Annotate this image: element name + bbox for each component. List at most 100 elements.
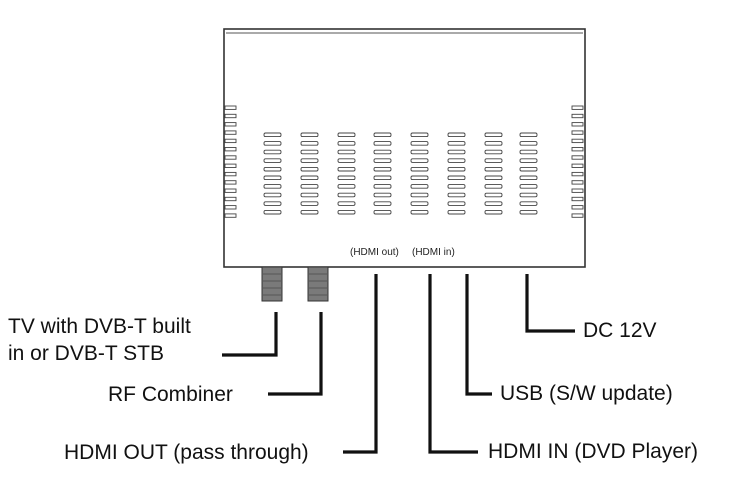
vent-slot — [484, 209, 503, 215]
side-rib — [571, 205, 584, 210]
vent-slot — [373, 184, 392, 189]
leader-line-hdmi-in — [428, 274, 478, 454]
side-rib — [224, 205, 237, 210]
callout-hdmi-in: HDMI IN (DVD Player) — [488, 440, 699, 463]
rf-connector-combiner — [307, 266, 329, 302]
vent-slot — [373, 201, 392, 206]
vent-slot — [447, 132, 466, 138]
vent-slot — [373, 141, 392, 146]
vent-slot — [519, 175, 538, 181]
vent-slot — [263, 201, 282, 206]
vent-slot — [300, 209, 319, 215]
vent-slot — [337, 175, 356, 181]
vent-slot — [300, 192, 319, 198]
vent-slot — [300, 141, 319, 146]
vent-slot — [519, 201, 538, 206]
callout-hdmi-out: HDMI OUT (pass through) — [64, 441, 309, 464]
side-rib — [571, 122, 584, 127]
vent-slot — [373, 149, 392, 155]
vent-slot — [484, 158, 503, 163]
side-rib — [224, 213, 237, 218]
vent-slot — [263, 175, 282, 181]
vent-slot — [300, 166, 319, 172]
callout-usb: USB (S/W update) — [500, 382, 673, 405]
side-rib — [224, 138, 237, 144]
vent-slot — [410, 132, 429, 138]
vent-slot — [447, 141, 466, 146]
side-rib — [224, 171, 237, 177]
leader-line-hdmi-out — [343, 274, 378, 454]
callout-rf-combiner: RF Combiner — [108, 383, 233, 406]
vent-slot — [484, 201, 503, 206]
side-rib — [571, 171, 584, 177]
rf-connector-tv — [261, 266, 283, 302]
vent-slot — [410, 166, 429, 172]
vent-slot — [263, 166, 282, 172]
side-rib — [571, 105, 584, 110]
vent-slot — [300, 149, 319, 155]
vent-slot — [373, 175, 392, 181]
vent-slot — [263, 184, 282, 189]
side-rib — [224, 163, 237, 168]
side-rib — [571, 213, 584, 218]
vent-slot — [263, 141, 282, 146]
vent-slot — [447, 209, 466, 215]
vent-slot — [447, 184, 466, 189]
leader-line-usb — [465, 274, 492, 396]
vent-slot — [337, 149, 356, 155]
vent-slot — [484, 149, 503, 155]
vent-slot — [519, 166, 538, 172]
leader-line-rf — [268, 312, 323, 396]
vent-slot — [519, 141, 538, 146]
vent-slot — [410, 141, 429, 146]
vent-slot — [337, 158, 356, 163]
left-side-ribs — [224, 105, 237, 218]
vent-slot — [519, 184, 538, 189]
vent-slot — [484, 166, 503, 172]
vent-slot — [484, 175, 503, 181]
vent-slot — [263, 192, 282, 198]
side-rib — [571, 155, 584, 160]
vent-slot — [373, 192, 392, 198]
vent-slot — [373, 158, 392, 163]
vent-slots — [263, 132, 538, 215]
vent-slot — [300, 158, 319, 163]
vent-slot — [337, 132, 356, 138]
vent-slot — [519, 132, 538, 138]
side-rib — [224, 180, 237, 185]
leader-line-dc — [525, 274, 575, 333]
side-rib — [571, 180, 584, 185]
vent-slot — [519, 149, 538, 155]
vent-slot — [410, 175, 429, 181]
vent-slot — [484, 184, 503, 189]
vent-slot — [447, 201, 466, 206]
vent-slot — [484, 141, 503, 146]
vent-slot — [410, 192, 429, 198]
vent-slot — [337, 201, 356, 206]
vent-slot — [410, 184, 429, 189]
vent-slot — [447, 192, 466, 198]
vent-slot — [300, 184, 319, 189]
vent-slot — [447, 158, 466, 163]
vent-slot — [373, 132, 392, 138]
vent-slot — [337, 141, 356, 146]
vent-slot — [337, 192, 356, 198]
side-rib — [224, 196, 237, 202]
vent-slot — [519, 209, 538, 215]
vent-slot — [484, 192, 503, 198]
vent-slot — [447, 149, 466, 155]
vent-slot — [337, 209, 356, 215]
callout-tv-line2: in or DVB-T STB — [8, 342, 164, 365]
callout-dc-12v: DC 12V — [583, 319, 657, 342]
vent-slot — [519, 158, 538, 163]
device-box — [223, 28, 586, 268]
vent-slot — [263, 158, 282, 163]
vent-slot — [263, 209, 282, 215]
leader-line-tv — [222, 312, 278, 357]
vent-slot — [300, 201, 319, 206]
side-rib — [224, 147, 237, 152]
vent-slot — [519, 192, 538, 198]
vent-slot — [447, 166, 466, 172]
vent-slot — [373, 209, 392, 215]
